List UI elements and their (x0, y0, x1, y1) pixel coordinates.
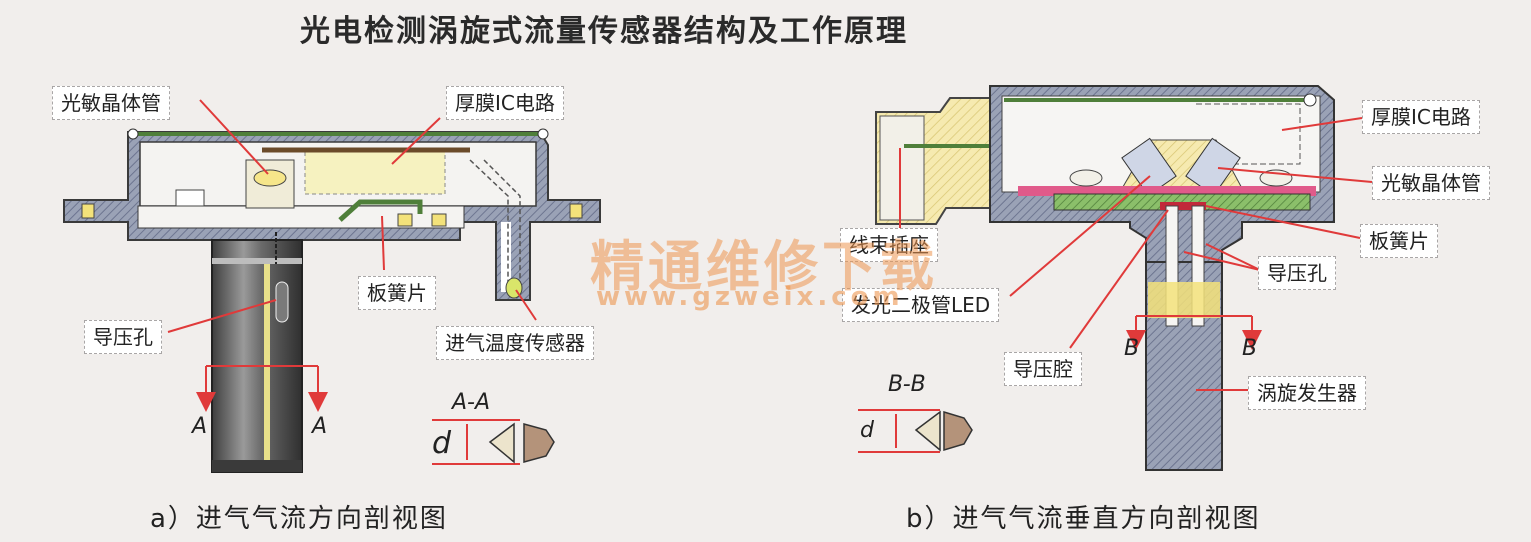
left-leaf-spring (338, 199, 423, 222)
right-pink-strip (1018, 186, 1316, 196)
left-tab-left (81, 203, 95, 219)
right-phototransistor-body (1185, 137, 1241, 197)
left-small-block (175, 189, 205, 207)
right-triangle-shape (914, 410, 941, 452)
watermark-url: www.gzweix.com (596, 282, 904, 312)
right-bump-left (1069, 169, 1103, 187)
label-right-vortex-generator: 涡旋发生器 (1248, 376, 1366, 410)
left-pipe-slot (264, 264, 270, 460)
left-leader-lines (167, 99, 537, 333)
right-section-mark-left: B (1124, 336, 1140, 361)
diagram-title: 光电检测涡旋式流量传感器结构及工作原理 (300, 14, 908, 49)
label-left-leaf-spring: 板簧片 (358, 276, 436, 310)
right-ic-outline (1196, 103, 1301, 165)
left-section-mark-left: A (192, 414, 208, 439)
left-spring-pad-2 (431, 213, 447, 227)
label-right-harness-socket: 线束插座 (840, 228, 938, 262)
right-yellow-band (1148, 282, 1220, 318)
label-left-phototransistor: 光敏晶体管 (52, 86, 170, 120)
label-left-intake-temp-sensor: 进气温度传感器 (436, 326, 594, 360)
left-sensor-drawing (63, 128, 601, 473)
right-section-title: B-B (888, 372, 926, 397)
left-phototransistor-lens (253, 169, 287, 187)
watermark-cn: 精通维修下载 (590, 235, 938, 298)
right-section-mark-right: B (1242, 336, 1258, 361)
label-right-leaf-spring: 板簧片 (1360, 224, 1438, 258)
left-section-title: A-A (452, 390, 491, 415)
left-pipe-ring (212, 258, 302, 264)
left-pin-left (127, 128, 139, 140)
right-leader-lines (899, 117, 1373, 391)
left-ic-board (304, 147, 446, 195)
left-trapezoid-shape (523, 423, 555, 463)
label-right-thick-film-ic: 厚膜IC电路 (1362, 100, 1480, 134)
right-pin (1303, 93, 1317, 107)
left-caption: a）进气气流方向剖视图 (150, 504, 448, 534)
left-section-mark-right: A (312, 414, 328, 439)
right-trapezoid-shape (943, 410, 973, 452)
left-dim-label: d (432, 426, 452, 461)
left-lower-cavity (137, 205, 465, 229)
label-left-thick-film-ic: 厚膜IC电路 (446, 86, 564, 120)
left-pin-right (537, 128, 549, 140)
left-tab-right (569, 203, 583, 219)
right-leaf-spring (1160, 202, 1206, 210)
label-right-phototransistor: 光敏晶体管 (1372, 166, 1490, 200)
label-right-pressure-cavity: 导压腔 (1004, 352, 1082, 386)
left-pipe-base (212, 460, 302, 472)
left-spring-pad-1 (397, 213, 413, 227)
right-sensor-drawing (858, 85, 1335, 471)
right-led-body (1121, 137, 1177, 197)
right-dim-label: d (860, 418, 874, 443)
right-caption: b）进气气流垂直方向剖视图 (906, 504, 1261, 534)
label-left-pressure-hole: 导压孔 (84, 320, 162, 354)
left-temp-wires (469, 159, 521, 286)
right-socket-cavity (879, 115, 925, 221)
left-triangle-shape (488, 422, 515, 464)
label-right-led: 发光二极管LED (842, 288, 1000, 322)
label-right-pressure-hole: 导压孔 (1258, 256, 1336, 290)
left-pressure-pipe (211, 239, 303, 473)
left-pipe-hole (275, 281, 289, 323)
